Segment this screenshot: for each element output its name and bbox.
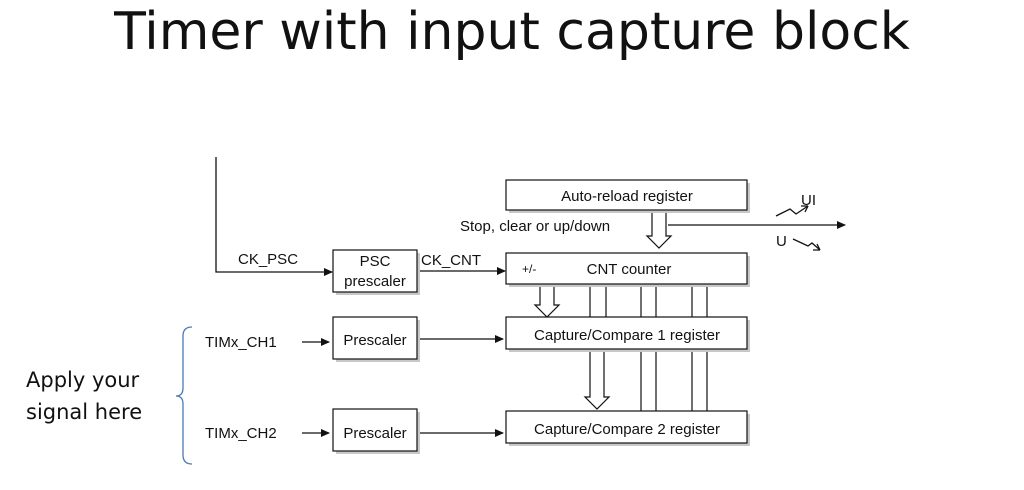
cc1-register-label: Capture/Compare 1 register (534, 327, 720, 344)
cnt-counter-label: CNT counter (587, 261, 672, 278)
cc1-register-block (505, 316, 748, 350)
ui-event-arrow (775, 205, 809, 217)
prescaler-2-label: Prescaler (343, 425, 406, 442)
prescaler-1-block (332, 316, 418, 360)
cc2-register-label: Capture/Compare 2 register (534, 421, 720, 438)
cnt-to-cc1-arrow (533, 283, 561, 318)
ck-psc-label: CK_PSC (238, 251, 298, 268)
auto-reload-register-block (505, 179, 748, 211)
cc1-to-cc2-arrow (583, 348, 611, 410)
prescaler-2-block (332, 408, 418, 452)
stop-clear-label: Stop, clear or up/down (460, 218, 610, 235)
cc2-register-block (505, 410, 748, 444)
apply-signal-annotation: Apply your signal here (26, 364, 166, 428)
signal-bracket (175, 326, 193, 465)
u-label: U (776, 233, 787, 250)
ui-label: UI (801, 192, 816, 209)
annotation-line-2: signal here (26, 400, 143, 424)
timx-ch1-label: TIMx_CH1 (205, 334, 277, 351)
prescaler-1-label: Prescaler (343, 332, 406, 349)
cnt-counter-block (505, 252, 748, 285)
bus-lines (589, 284, 708, 417)
psc-prescaler-block (332, 249, 418, 293)
timx-ch2-label: TIMx_CH2 (205, 425, 277, 442)
psc-label-line1: PSC (360, 253, 391, 270)
ck-cnt-label: CK_CNT (421, 252, 481, 269)
clock-input-line (215, 157, 333, 276)
annotation-line-1: Apply your (26, 368, 140, 392)
reload-to-cnt-arrow (645, 210, 673, 249)
auto-reload-label: Auto-reload register (561, 188, 693, 205)
u-event-arrow (792, 238, 821, 251)
page-title: Timer with input capture block (114, 2, 910, 62)
cnt-sign-label: +/- (522, 262, 536, 276)
psc-label-line2: prescaler (344, 273, 406, 290)
